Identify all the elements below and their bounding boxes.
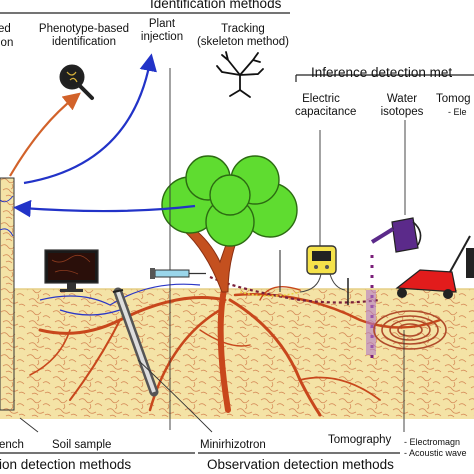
- electric-wire: [239, 291, 301, 297]
- trench-label: ench: [0, 439, 24, 451]
- isotope-column: [366, 290, 376, 355]
- orange-arrow: [9, 92, 81, 177]
- injection-trace: [209, 275, 381, 304]
- skeleton-tracking-icon: [216, 51, 264, 98]
- syringe-icon: [150, 268, 206, 279]
- observation-heading: Observation detection methods: [207, 457, 394, 472]
- tree-canopy: [161, 155, 298, 247]
- minirhizotron-tube-icon: [112, 287, 159, 397]
- tracking-label: Tracking (skeleton method): [196, 23, 290, 48]
- identification-heading: Identification methods: [150, 0, 282, 11]
- phenotype-label: Phenotype-based identification: [38, 23, 130, 48]
- excavation-heading: ion detection methods: [0, 457, 132, 472]
- root-system: [29, 282, 442, 417]
- inference-heading: Inference detection met: [311, 65, 453, 80]
- electric-capacitance-label: Electric capacitance: [295, 93, 357, 118]
- cut-method-label-2: ion: [0, 37, 14, 49]
- minirhizotron-label: Minirhizotron: [200, 439, 266, 451]
- tomography-waves: [373, 310, 447, 350]
- soil-sample-label: Soil sample: [52, 439, 112, 451]
- monitor-icon: [44, 249, 99, 292]
- watering-can-icon: [370, 217, 422, 253]
- cut-method-label-1: ed: [0, 23, 11, 35]
- acoustic-wave-label: - Acoustic wave: [404, 448, 467, 458]
- lawnmower-radar-icon: [395, 235, 474, 299]
- water-isotopes-label: Water isotopes: [380, 93, 424, 118]
- block-roots: [0, 195, 14, 237]
- capacitance-meter-icon: [279, 245, 349, 305]
- electromagnetic-label: - Electromagn: [404, 437, 461, 447]
- excavated-soil-block: [0, 177, 15, 411]
- minirhizotron-guide-line: [137, 359, 213, 433]
- soil-ground: [0, 289, 474, 419]
- tree-trunk: [182, 223, 241, 293]
- plant-injection-label: Plant injection: [140, 18, 184, 43]
- inference-frame: [295, 74, 474, 82]
- tomography-top-label: Tomog: [436, 93, 471, 105]
- soil-sample-guide-line: [19, 417, 39, 433]
- tomography-sub-label: - Ele: [448, 107, 467, 117]
- tomography-label: Tomography: [328, 434, 392, 446]
- blue-arrow-up: [23, 53, 157, 185]
- blue-labeled-roots: [39, 283, 201, 316]
- blue-arrow-left: [13, 199, 196, 218]
- magnifier-icon: [59, 64, 94, 100]
